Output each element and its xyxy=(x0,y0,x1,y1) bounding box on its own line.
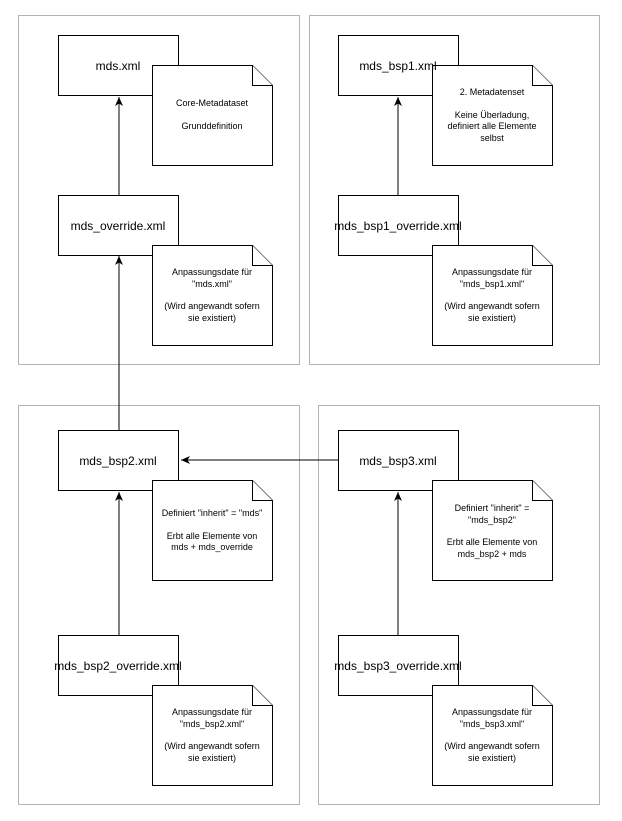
note-mds-bsp1-text: 2. Metadatenset Keine Überladung, defini… xyxy=(432,87,552,144)
note-mds-bsp1-override-text: Anpassungsdate für "mds_bsp1.xml" (Wird … xyxy=(432,267,552,324)
note-mds-bsp3-override-line3: (Wird angewandt sofern xyxy=(444,741,540,751)
note-mds-override-text: Anpassungsdate für "mds.xml" (Wird angew… xyxy=(152,267,272,324)
note-mds-bsp2-override-text: Anpassungsdate für "mds_bsp2.xml" (Wird … xyxy=(152,707,272,764)
note-mds-bsp2-override-line4: sie existiert) xyxy=(187,752,236,763)
node-mds-label: mds.xml xyxy=(95,59,141,73)
note-mds-bsp3-override-line4: sie existiert) xyxy=(467,752,516,763)
note-mds-bsp3-line2: "mds_bsp2" xyxy=(468,514,516,525)
note-mds-bsp1-override-line4: sie existiert) xyxy=(467,312,516,323)
note-mds-bsp1[interactable] xyxy=(432,65,553,166)
note-mds-bsp3-line4: mds_bsp2 + mds xyxy=(457,548,527,559)
note-mds-bsp1-override[interactable] xyxy=(432,245,553,346)
note-mds-bsp1-line3: definiert alle Elemente xyxy=(447,121,537,131)
node-mds-bsp1-override-label: mds_bsp1_override.xml xyxy=(334,219,462,233)
node-mds-override-label: mds_override.xml xyxy=(70,219,166,233)
note-mds-override[interactable] xyxy=(152,245,273,346)
note-mds-bsp1-override-line2: "mds_bsp1.xml" xyxy=(459,278,525,289)
note-mds-override-line4: sie existiert) xyxy=(187,312,236,323)
note-mds[interactable] xyxy=(152,65,273,166)
note-mds-bsp1-override-line1: Anpassungsdate für xyxy=(451,267,533,277)
note-mds-bsp3-text: Definiert "inherit" = "mds_bsp2" Erbt al… xyxy=(432,503,552,560)
note-mds-bsp2-override[interactable] xyxy=(152,685,273,786)
note-mds-bsp2-text: Definiert "inherit" = "mds" Erbt alle El… xyxy=(152,508,272,554)
note-mds-bsp3-override[interactable] xyxy=(432,685,553,786)
note-mds-bsp2-line3: mds + mds_override xyxy=(171,542,253,552)
node-mds-bsp1-label: mds_bsp1.xml xyxy=(359,59,437,73)
note-mds-line1: Core-Metadataset xyxy=(175,98,249,108)
note-mds-bsp2-override-line2: "mds_bsp2.xml" xyxy=(179,718,245,729)
note-mds-override-line1: Anpassungsdate für xyxy=(171,267,253,277)
note-mds-bsp2-line2: Erbt alle Elemente von xyxy=(166,530,258,541)
node-mds-bsp3-label: mds_bsp3.xml xyxy=(359,454,437,468)
note-mds-bsp1-line2: Keine Überladung, xyxy=(454,109,530,120)
note-mds-override-line2: "mds.xml" xyxy=(192,278,232,289)
note-mds-bsp2-override-line3: (Wird angewandt sofern xyxy=(164,741,260,751)
note-mds-bsp3-line1: Definiert "inherit" = xyxy=(454,503,530,513)
note-mds-bsp1-override-line3: (Wird angewandt sofern xyxy=(444,301,540,311)
note-mds-text: Core-Metadataset Grunddefinition xyxy=(152,98,272,132)
note-mds-bsp1-line4: selbst xyxy=(480,132,504,143)
note-mds-bsp3-override-text: Anpassungsdate für "mds_bsp3.xml" (Wird … xyxy=(432,707,552,764)
node-mds-bsp2-override-label: mds_bsp2_override.xml xyxy=(54,659,182,673)
note-mds-bsp2[interactable] xyxy=(152,480,273,581)
note-mds-override-line3: (Wird angewandt sofern xyxy=(164,301,260,311)
note-mds-line2: Grunddefinition xyxy=(181,120,243,131)
note-mds-bsp2-override-line1: Anpassungsdate für xyxy=(171,707,253,717)
note-mds-bsp3-line3: Erbt alle Elemente von xyxy=(446,537,538,547)
note-mds-bsp3-override-line2: "mds_bsp3.xml" xyxy=(459,718,525,729)
note-mds-bsp3-override-line1: Anpassungsdate für xyxy=(451,707,533,717)
node-mds-bsp3-override-label: mds_bsp3_override.xml xyxy=(334,659,462,673)
note-mds-bsp2-line1: Definiert "inherit" = "mds" xyxy=(161,508,263,518)
note-mds-bsp3[interactable] xyxy=(432,480,553,581)
node-mds-bsp2-label: mds_bsp2.xml xyxy=(79,454,157,468)
note-mds-bsp1-line1: 2. Metadatenset xyxy=(459,87,525,97)
